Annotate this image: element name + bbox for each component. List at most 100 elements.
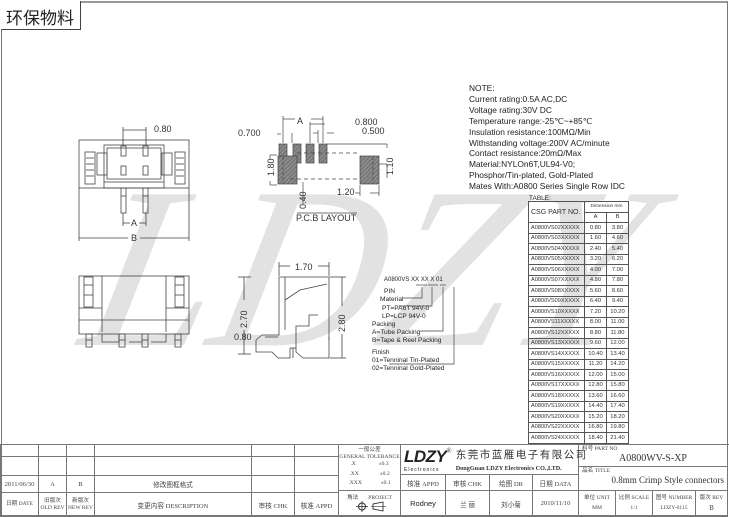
dimension-b-cell: 10.20 [606, 306, 629, 318]
dimension-a-cell: 2.40 [584, 243, 607, 255]
dim-080-side: 0.80 [234, 332, 252, 342]
header-chk: 审核 CHK [252, 493, 295, 517]
eco-material-badge: 环保物料 [1, 1, 81, 30]
unit-value: MM [592, 505, 602, 511]
dimension-b-cell: 16.60 [606, 390, 629, 402]
projection-cell: 角法 PROJECT [339, 491, 401, 517]
note-line: Contact resistance:20mΩ/Max [469, 148, 582, 159]
value-date: 2010/11/10 [533, 491, 579, 517]
note-line: Current rating:0.5A AC,DC [469, 93, 568, 104]
part-number-cell: A0800VS02XXXXX [528, 222, 585, 234]
ordering-code: A0800VS XX XX X 01 [384, 277, 443, 283]
rev-empty [295, 445, 339, 457]
part-number-cell: A0800VS03XXXXX [528, 232, 585, 244]
dim-b-front: B [131, 233, 137, 243]
dimension-a-cell: 7.20 [584, 306, 607, 318]
dimension-b-cell: 18.20 [606, 411, 629, 423]
rev-label: 版次 REV [699, 495, 724, 502]
header-new-rev-en: NEW REV [67, 504, 94, 511]
rev-old: A [39, 476, 67, 493]
rev-empty [0, 457, 39, 476]
projection-label-en: PROJECT [368, 494, 392, 501]
company-name-cn: 东莞市蓝雁电子有限公司 [455, 450, 588, 461]
dim-120: 1.20 [337, 187, 355, 197]
dimension-a-cell: 18.40 [584, 432, 607, 444]
scale-value: 1/1 [630, 505, 638, 511]
note-line: Mates With:A0800 Series Single Row IDC [469, 181, 625, 192]
part-no-value: A0800WV-S-XP [619, 452, 687, 464]
rev-empty [252, 457, 295, 476]
rev-empty [39, 457, 67, 476]
title-label: 品名 TITLE [582, 468, 611, 474]
part-number-cell: A0800VS09XXXXX [528, 295, 585, 307]
title-block: 2011/06/30 A B 修改图框格式 日期 DATE 旧版次 OLD RE… [0, 444, 729, 517]
dimension-b-cell: 7.00 [606, 264, 629, 276]
dim-110: 1.10 [385, 157, 395, 175]
number-value: LDZY-0115 [660, 505, 688, 511]
label-chk: 审核 CHK [446, 475, 490, 491]
value-dr: 刘小菊 [490, 491, 533, 517]
ordering-material-lp: LP=LCP 94V-0 [382, 312, 426, 320]
part-number-cell: A0800VS12XXXXX [528, 327, 585, 339]
ordering-leaders [389, 284, 455, 365]
ordering-packing-b: B=Tape & Reel Packing [372, 337, 442, 345]
company-header: LDZY® Electronics 东莞市蓝雁电子有限公司 DongGuan L… [401, 445, 586, 475]
dimension-b-cell: 6.20 [606, 253, 629, 265]
ordering-finish-01: 01=Tenninal Tin-Plated [372, 356, 440, 364]
ordering-pin: PIN [384, 288, 395, 296]
tolerance-xx: .XX [349, 470, 359, 477]
dimension-b-cell: 17.40 [606, 400, 629, 412]
dimension-a-cell: 3.20 [584, 253, 607, 265]
header-old-rev-cn: 旧版次 [44, 497, 61, 504]
dimension-b-cell: 12.00 [606, 337, 629, 349]
dimension-a-cell: 8.00 [584, 316, 607, 328]
projection-label-cn: 角法 [347, 494, 359, 501]
note-line: Withstanding voltage:200V AC/minute [469, 137, 610, 148]
dimension-b-cell: 21.40 [606, 432, 629, 444]
tolerance-xxx-value: ±0.1 [380, 480, 391, 487]
part-no-label: 料号 PART NO [582, 446, 618, 452]
notes-heading: NOTE: [469, 83, 495, 93]
header-b: B [606, 211, 629, 223]
rev-empty [295, 457, 339, 476]
title-cell: 品名 TITLE 0.8mm Crimp Style connectors [579, 467, 728, 491]
table-label: TABLE: [529, 195, 551, 202]
header-a: A [584, 211, 607, 223]
scale-label: 比例 SCALE [618, 495, 650, 502]
ordering-finish-02: 02=Tenninal Gold-Plated [372, 365, 445, 373]
dimension-b-cell: 5.40 [606, 243, 629, 255]
dimension-b-cell: 9.40 [606, 295, 629, 307]
side-view [238, 262, 346, 359]
header-old-rev-en: OLD REV [40, 504, 65, 511]
dimension-a-cell: 10.40 [584, 348, 607, 360]
label-appd: 核准 APPD [401, 475, 446, 491]
dimension-b-cell: 15.00 [606, 369, 629, 381]
part-number-cell: A0800VS04XXXXX [528, 243, 585, 255]
part-number-cell: A0800VS05XXXXX [528, 253, 585, 265]
tolerance-title-cn: 一般公差 [358, 447, 381, 453]
note-line: Phosphor/Tin-plated, Gold-Plated [469, 170, 593, 181]
rev-empty [95, 445, 252, 457]
part-number-cell: A0800VS15XXXXX [528, 358, 585, 370]
dimension-a-cell: 1.60 [584, 232, 607, 244]
projection-symbol-icon [355, 501, 386, 513]
dimension-a-cell: 4.00 [584, 264, 607, 276]
dimension-a-cell: 15.20 [584, 411, 607, 423]
dimension-a-cell: 5.60 [584, 285, 607, 297]
part-number-cell: A0800VS18XXXXX [528, 390, 585, 402]
part-number-cell: A0800VS14XXXXX [528, 348, 585, 360]
ordering-finish: Finish [372, 348, 390, 356]
ordering-packing-a: A=Tube Packing [372, 329, 421, 337]
